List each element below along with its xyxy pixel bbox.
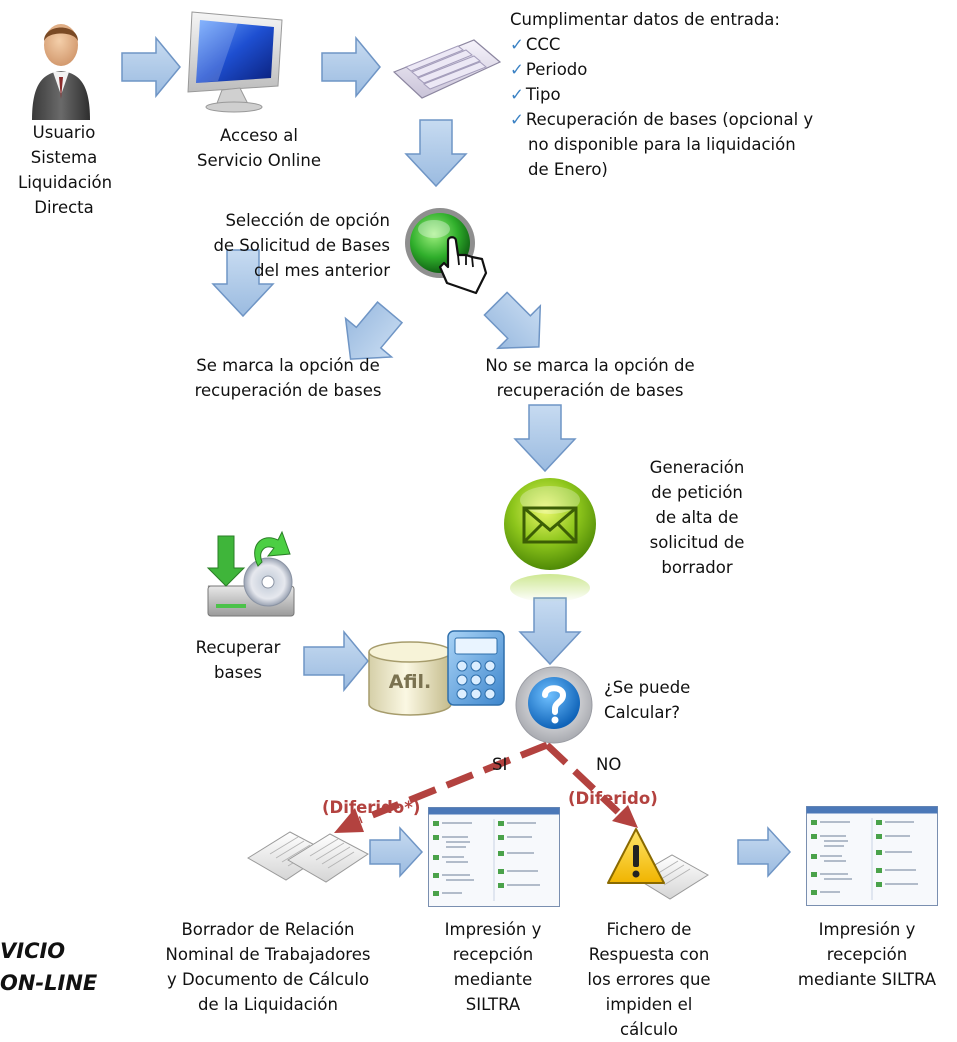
label-acceso: Acceso al Servicio Online (184, 123, 334, 173)
label-line: SILTRA (465, 995, 521, 1014)
label-recuperar: Recuperar bases (180, 635, 296, 685)
calculator-icon (447, 630, 505, 706)
label-borrador: Borrador de Relación Nominal de Trabajad… (140, 917, 396, 1017)
label-fichero: Fichero de Respuesta con los errores que… (580, 917, 718, 1042)
label-line: Recuperar (195, 638, 281, 657)
check-icon: ✓ (510, 85, 524, 104)
datos-title: Cumplimentar datos de entrada: (510, 10, 780, 29)
label-line: Fichero de (606, 920, 692, 939)
disk-drive-icon (206, 530, 295, 617)
datos-item: ✓Periodo (510, 60, 588, 79)
label-line: Respuesta con (588, 945, 710, 964)
label-se-puede: ¿Se puede Calcular? (604, 675, 690, 725)
label-line: Impresión y (444, 920, 542, 939)
label-line: Acceso al (220, 126, 298, 145)
check-icon: ✓ (510, 35, 524, 54)
screenshot-icon (806, 806, 938, 906)
warning-icon (607, 828, 709, 900)
label-line: borrador (661, 558, 733, 577)
label-impresion-1: Impresión y recepción mediante SILTRA (430, 917, 556, 1017)
check-icon: ✓ (510, 60, 524, 79)
label-generacion: Generación de petición de alta de solici… (630, 455, 764, 580)
monitor-icon (187, 11, 283, 113)
arrow-docs-to-screen (369, 826, 424, 878)
label-line: de petición (651, 483, 743, 502)
label-impresion-2: Impresión y recepción mediante SILTRA (782, 917, 952, 992)
label-line: Se marca la opción de (196, 356, 380, 375)
label-line: Impresión y (818, 920, 916, 939)
arrow-warning-to-screen (737, 826, 792, 878)
label-line: recuperación de bases (496, 381, 684, 400)
label-line: solicitud de (649, 533, 745, 552)
arrow-diag-right (483, 291, 542, 350)
datos-item: ✓CCC (510, 35, 561, 54)
check-icon: ✓ (510, 110, 524, 129)
label-line: recuperación de bases (194, 381, 382, 400)
arrow-user-to-monitor (121, 35, 181, 99)
label-line: Nominal de Trabajadores (165, 945, 371, 964)
datos-item-cont: no disponible para la liquidación (528, 135, 796, 154)
label-line: ¿Se puede (604, 678, 691, 697)
side-title-line: ON-LINE (0, 971, 98, 995)
label-line: Calcular? (604, 703, 680, 722)
label-line: Selección de opción (225, 211, 390, 230)
label-line: Generación (649, 458, 745, 477)
arrow-monitor-to-keyboard (321, 35, 381, 99)
label-line: de Solicitud de Bases (213, 236, 390, 255)
label-line: mediante SILTRA (797, 970, 937, 989)
label-line: bases (214, 663, 262, 682)
label-line: mediante (453, 970, 533, 989)
datos-item-cont: de Enero) (528, 160, 608, 179)
green-button-icon (405, 208, 488, 295)
screenshot-icon (428, 807, 560, 907)
label-line: Liquidación (18, 173, 113, 192)
dashed-arrowhead-no (612, 805, 638, 828)
label-line: recepción (452, 945, 534, 964)
side-title: VICIO ON-LINE (0, 935, 97, 999)
user-icon (32, 24, 90, 120)
label-datos: Cumplimentar datos de entrada: ✓CCC ✓Per… (510, 7, 813, 182)
arrow-nomarca-to-envelope (513, 404, 577, 473)
label-diferido-star: (Diferido*) (322, 798, 421, 817)
label-no: NO (596, 755, 622, 774)
database-icon (368, 641, 452, 716)
keyboard-icon (392, 39, 502, 99)
label-line: impiden el (605, 995, 693, 1014)
label-si: SI (492, 755, 508, 774)
question-icon (515, 666, 593, 744)
dashed-arrowhead-si (334, 808, 364, 833)
envelope-icon (504, 478, 596, 602)
arrow-recuperar-to-db (303, 629, 369, 693)
datos-item: ✓Recuperación de bases (opcional y (510, 110, 814, 129)
label-diferido: (Diferido) (568, 789, 658, 808)
label-line: cálculo (620, 1020, 678, 1039)
label-line: y Documento de Cálculo (166, 970, 370, 989)
label-line: recepción (826, 945, 908, 964)
label-line: de alta de (655, 508, 739, 527)
label-usuario: Usuario Sistema Liquidación Directa (18, 120, 113, 220)
dashed-line-no (544, 742, 621, 815)
label-afil: Afil. (388, 671, 432, 693)
arrow-keyboard-to-selection (404, 119, 468, 188)
arrow-envelope-to-question (518, 597, 582, 666)
dashed-line-si (358, 741, 549, 824)
label-no-marca: No se marca la opción de recuperación de… (440, 353, 740, 403)
label-line: Borrador de Relación (181, 920, 355, 939)
label-line: Usuario (32, 123, 96, 142)
arrow-diag-left (344, 301, 404, 360)
label-line: Servicio Online (197, 151, 321, 170)
label-line: No se marca la opción de (485, 356, 695, 375)
documents-icon (247, 831, 369, 883)
arrow-marca-to-disk (211, 249, 275, 318)
label-line: Directa (34, 198, 94, 217)
side-title-line: VICIO (0, 939, 66, 963)
label-seleccion: Selección de opción de Solicitud de Base… (150, 208, 390, 283)
label-line: Sistema (30, 148, 98, 167)
label-marca: Se marca la opción de recuperación de ba… (160, 353, 416, 403)
label-line: del mes anterior (254, 261, 390, 280)
label-line: los errores que (587, 970, 711, 989)
label-line: de la Liquidación (198, 995, 338, 1014)
datos-item: ✓Tipo (510, 85, 561, 104)
